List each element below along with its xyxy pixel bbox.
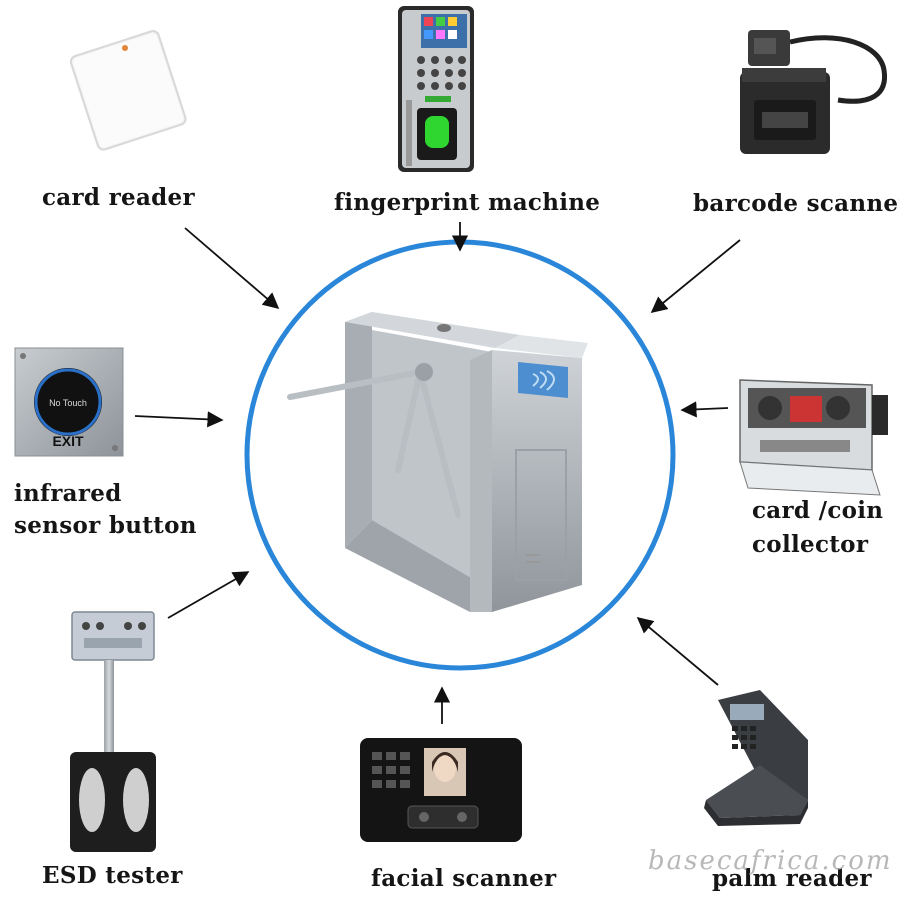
no-touch-text: No Touch xyxy=(49,398,87,408)
label-card-reader: card reader xyxy=(42,184,195,211)
arrow-esd-tester xyxy=(167,571,250,619)
label-facial-scanner: facial scanner xyxy=(371,865,557,892)
arrow-card-coin-collector xyxy=(680,401,729,418)
infrared-sensor-button-illustration: No Touch EXIT xyxy=(14,347,124,457)
fingerprint-machine-illustration xyxy=(398,6,474,172)
watermark: basecafrica.com xyxy=(648,846,893,876)
tripod-turnstile-illustration xyxy=(287,312,588,612)
facial-scanner-illustration xyxy=(360,738,522,842)
arrow-palm-reader xyxy=(636,616,719,686)
reader-panel xyxy=(518,362,568,398)
label-palm-reader: palm reader xyxy=(712,865,872,892)
label-infrared-line1: infrared xyxy=(14,480,122,507)
arrow-card-reader xyxy=(184,227,280,310)
esd-tester-illustration xyxy=(70,611,156,852)
card-coin-collector-illustration xyxy=(739,379,888,496)
label-card-coin-line2: collector xyxy=(752,531,869,558)
barcode-scanner-illustration xyxy=(740,30,888,154)
connection-arrows xyxy=(134,222,741,724)
arrow-infrared-sensor-button xyxy=(134,411,224,428)
arrow-barcode-scanner xyxy=(650,239,741,314)
card-reader-illustration xyxy=(69,30,187,151)
label-barcode-scanner: barcode scanner xyxy=(693,190,899,217)
label-esd-tester: ESD tester xyxy=(42,862,183,889)
label-fingerprint-machine: fingerprint machine xyxy=(334,189,601,216)
palm-reader-illustration xyxy=(704,690,808,826)
label-card-coin-line1: card /coin xyxy=(752,497,884,524)
label-infrared-line2: sensor button xyxy=(14,512,197,539)
exit-text: EXIT xyxy=(52,433,84,449)
